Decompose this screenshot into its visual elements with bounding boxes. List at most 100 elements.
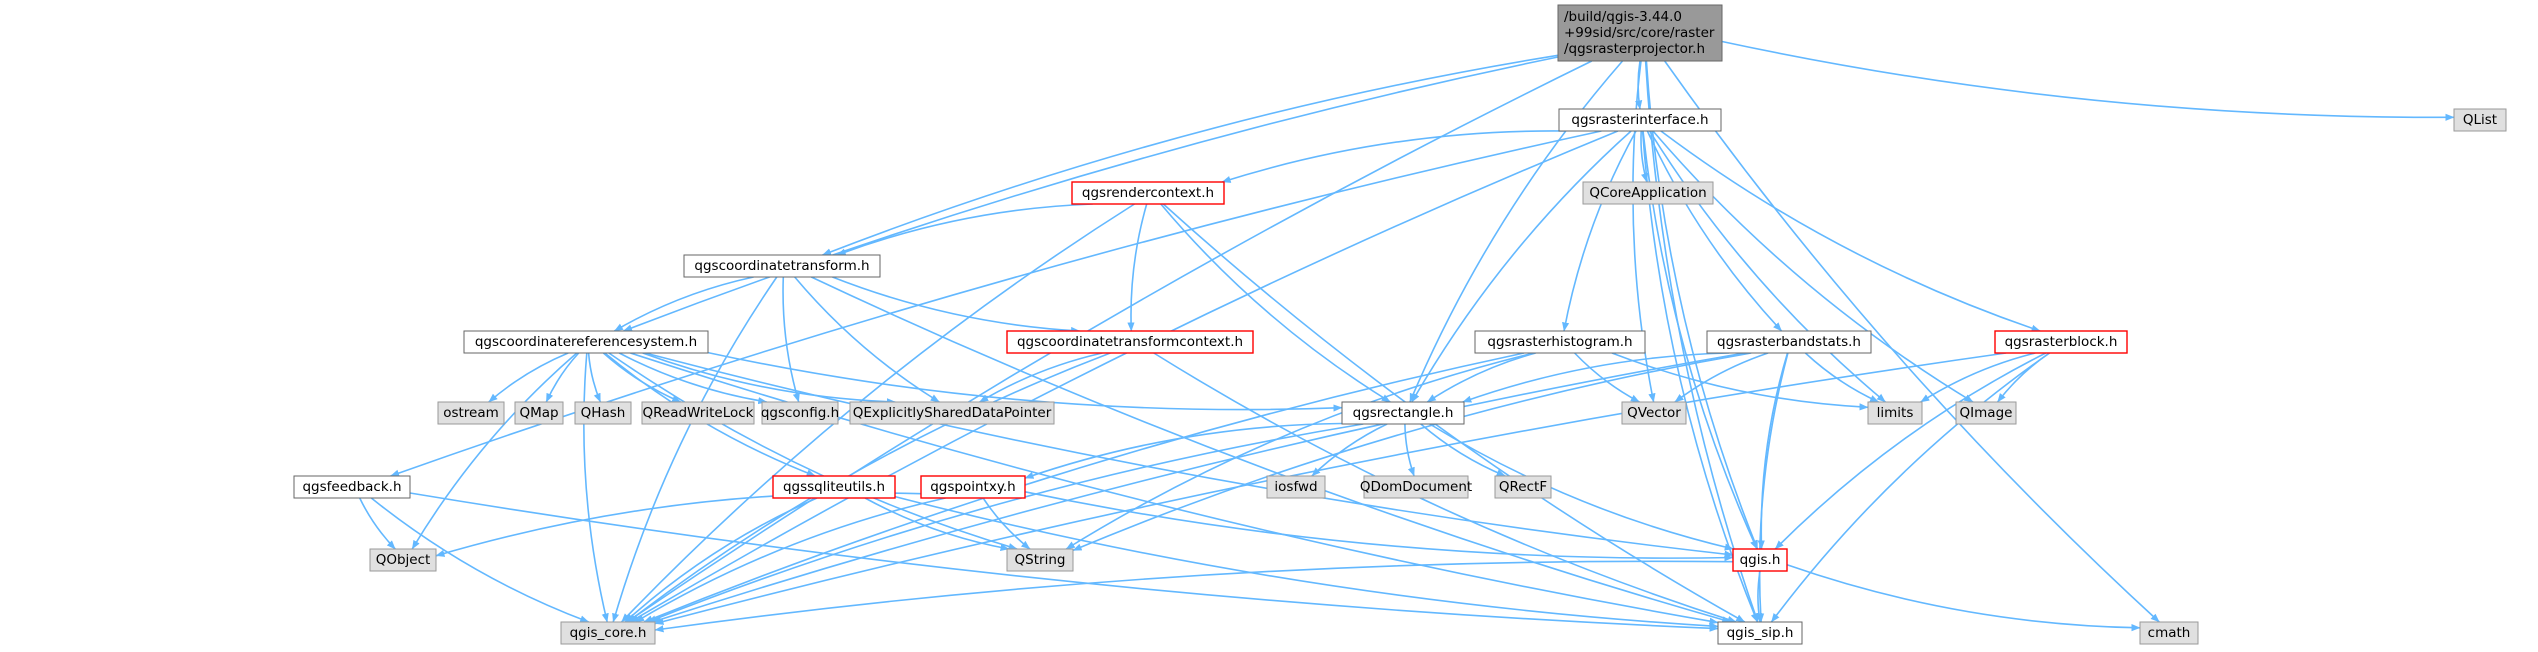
node-qgsfeedback-label: qgsfeedback.h	[302, 479, 401, 495]
node-qcoreapplication: QCoreApplication	[1582, 181, 1714, 205]
edge-qgsrasterinterface-to-qgsfeedback	[390, 130, 1602, 477]
edge-root-to-qgscrs	[623, 56, 1559, 332]
node-cmath-box	[2139, 621, 2199, 645]
edge-qgscrs-to-ostream	[488, 352, 569, 403]
node-qgsrasterbandstats-box	[1706, 330, 1872, 354]
node-qgspointxy[interactable]: qgspointxy.h	[920, 475, 1026, 499]
node-qgsrasterblock[interactable]: qgsrasterblock.h	[1994, 330, 2128, 354]
edge-qgsctcontext-to-qgis_sip	[1153, 352, 1737, 623]
edge-qgsrectangle-to-iosfwd	[1311, 423, 1388, 477]
edge-qgsrendercontext-to-qgis_core	[620, 203, 1135, 623]
edge-qgscrs-to-qobject	[411, 352, 578, 550]
edge-qgscrs-to-qhash	[587, 352, 602, 403]
node-root-label: /qgsrasterprojector.h	[1564, 41, 1705, 57]
node-ostream: ostream	[437, 401, 505, 425]
edge-qgscrs-to-qgis	[644, 352, 1734, 558]
node-root-label: /build/qgis-3.44.0	[1564, 9, 1682, 25]
node-qgsrendercontext-box	[1071, 181, 1225, 205]
node-qgssqliteutils-box	[772, 475, 896, 499]
node-qgis_sip[interactable]: qgis_sip.h	[1717, 621, 1803, 645]
node-qgscoordinatetransform-label: qgscoordinatetransform.h	[694, 258, 869, 274]
edge-qgscrs-to-qexplicit	[642, 352, 896, 406]
edge-qgsrasterinterface-to-qgsrasterhistogram	[1562, 130, 1637, 332]
node-qgsrectangle-box	[1341, 401, 1465, 425]
node-qlist: QList	[2453, 108, 2507, 132]
node-qgsrectangle[interactable]: qgsrectangle.h	[1341, 401, 1465, 425]
edge-qgsctcontext-to-qgis_core	[627, 352, 1111, 623]
edge-qgscrs-to-qgsconfig	[618, 352, 768, 405]
node-qgssqliteutils[interactable]: qgssqliteutils.h	[772, 475, 896, 499]
node-qgsrasterbandstats[interactable]: qgsrasterbandstats.h	[1706, 330, 1872, 354]
node-qgsctcontext-label: qgscoordinatetransformcontext.h	[1017, 334, 1243, 350]
edge-qgsfeedback-to-qobject	[358, 497, 396, 550]
edge-qgsrectangle-to-qrectf	[1420, 423, 1506, 477]
node-qobject-box	[369, 548, 437, 572]
edge-qgsrasterbandstats-to-qgis	[1757, 352, 1789, 550]
edge-root-to-qgsrectangle	[1409, 60, 1624, 403]
node-qreadwritelock-label: QReadWriteLock	[643, 405, 754, 421]
edge-qgscoordinatetransform-to-qgsctcontext	[832, 276, 1081, 335]
dependency-edges	[358, 40, 2455, 633]
edge-root-to-qgscoordinatetransform	[822, 54, 1559, 256]
edge-qgspointxy-to-qgis_core	[635, 497, 946, 623]
node-qobject: QObject	[369, 548, 437, 572]
node-qgscrs-box	[463, 330, 709, 354]
node-qlist-box	[2453, 108, 2507, 132]
node-qgis_core-label: qgis_core.h	[570, 625, 647, 641]
node-qgssqliteutils-label: qgssqliteutils.h	[783, 479, 885, 495]
node-qgsrasterhistogram-box	[1474, 330, 1646, 354]
node-qgis[interactable]: qgis.h	[1732, 548, 1788, 572]
edge-qgssqliteutils-to-qgis_sip	[894, 495, 1719, 630]
node-qgsctcontext[interactable]: qgscoordinatetransformcontext.h	[1006, 330, 1254, 354]
node-qrectf: QRectF	[1494, 475, 1552, 499]
edge-qgsrasterinterface-to-qcoreapplication	[1640, 130, 1649, 183]
node-qstring-box	[1006, 548, 1074, 572]
edge-qgsrasterhistogram-to-qgsrectangle	[1426, 352, 1536, 403]
node-qgis-box	[1732, 548, 1788, 572]
node-qgscrs-label: qgscoordinatereferencesystem.h	[475, 334, 697, 350]
edge-qgsrendercontext-to-qgscoordinatetransform	[836, 203, 1093, 256]
edge-qgsrasterbandstats-to-qgsrectangle	[1462, 352, 1730, 403]
node-iosfwd-label: iosfwd	[1274, 479, 1317, 495]
node-qdomdocument-label: QDomDocument	[1360, 479, 1472, 495]
edge-qgsrasterhistogram-to-qstring	[1065, 352, 1534, 550]
node-qgsfeedback[interactable]: qgsfeedback.h	[293, 475, 411, 499]
edge-qgsrasterbandstats-to-qvector	[1674, 352, 1769, 403]
node-qgscoordinatetransform[interactable]: qgscoordinatetransform.h	[683, 254, 881, 278]
node-qdomdocument-box	[1363, 475, 1469, 499]
node-qmap-box	[514, 401, 564, 425]
edge-qgscrs-to-qmap	[545, 352, 580, 403]
node-qstring-label: QString	[1015, 552, 1066, 568]
node-qmap: QMap	[514, 401, 564, 425]
node-ostream-box	[437, 401, 505, 425]
node-qgsconfig-box	[761, 401, 839, 425]
edge-qgspointxy-to-qstring	[982, 497, 1031, 550]
node-qgsrasterbandstats-label: qgsrasterbandstats.h	[1717, 334, 1861, 350]
node-qhash-label: QHash	[581, 405, 626, 421]
edge-qgscoordinatetransform-to-qgis_sip	[810, 276, 1732, 624]
node-qgsrasterinterface-box	[1558, 108, 1722, 132]
node-root[interactable]: /build/qgis-3.44.0+99sid/src/core/raster…	[1557, 4, 1723, 62]
node-qgsrendercontext[interactable]: qgsrendercontext.h	[1071, 181, 1225, 205]
node-qimage: QImage	[1955, 401, 2017, 425]
node-qgsrasterhistogram[interactable]: qgsrasterhistogram.h	[1474, 330, 1646, 354]
node-qobject-label: QObject	[376, 552, 431, 568]
edge-qgsrasterbandstats-to-limits	[1804, 352, 1880, 403]
node-qgsctcontext-box	[1006, 330, 1254, 354]
node-qgis_core-box	[560, 621, 656, 645]
node-qgsrasterinterface[interactable]: qgsrasterinterface.h	[1558, 108, 1722, 132]
node-qgscrs[interactable]: qgscoordinatereferencesystem.h	[463, 330, 709, 354]
edge-qgssqliteutils-to-qgis_core	[624, 497, 818, 623]
edge-qgsrasterhistogram-to-limits	[1611, 352, 1869, 411]
node-qimage-label: QImage	[1960, 405, 2013, 421]
node-iosfwd-box	[1266, 475, 1326, 499]
edge-qgscoordinatetransform-to-qgis_core	[612, 276, 778, 623]
node-qreadwritelock-box	[641, 401, 755, 425]
node-qrectf-label: QRectF	[1499, 479, 1547, 495]
node-iosfwd: iosfwd	[1266, 475, 1326, 499]
edge-qgsrasterinterface-to-limits	[1648, 130, 1886, 403]
node-qgsrasterhistogram-label: qgsrasterhistogram.h	[1487, 334, 1632, 350]
edge-qgsrendercontext-to-qgis_sip	[1162, 203, 1746, 623]
node-qgis_sip-label: qgis_sip.h	[1727, 625, 1794, 641]
